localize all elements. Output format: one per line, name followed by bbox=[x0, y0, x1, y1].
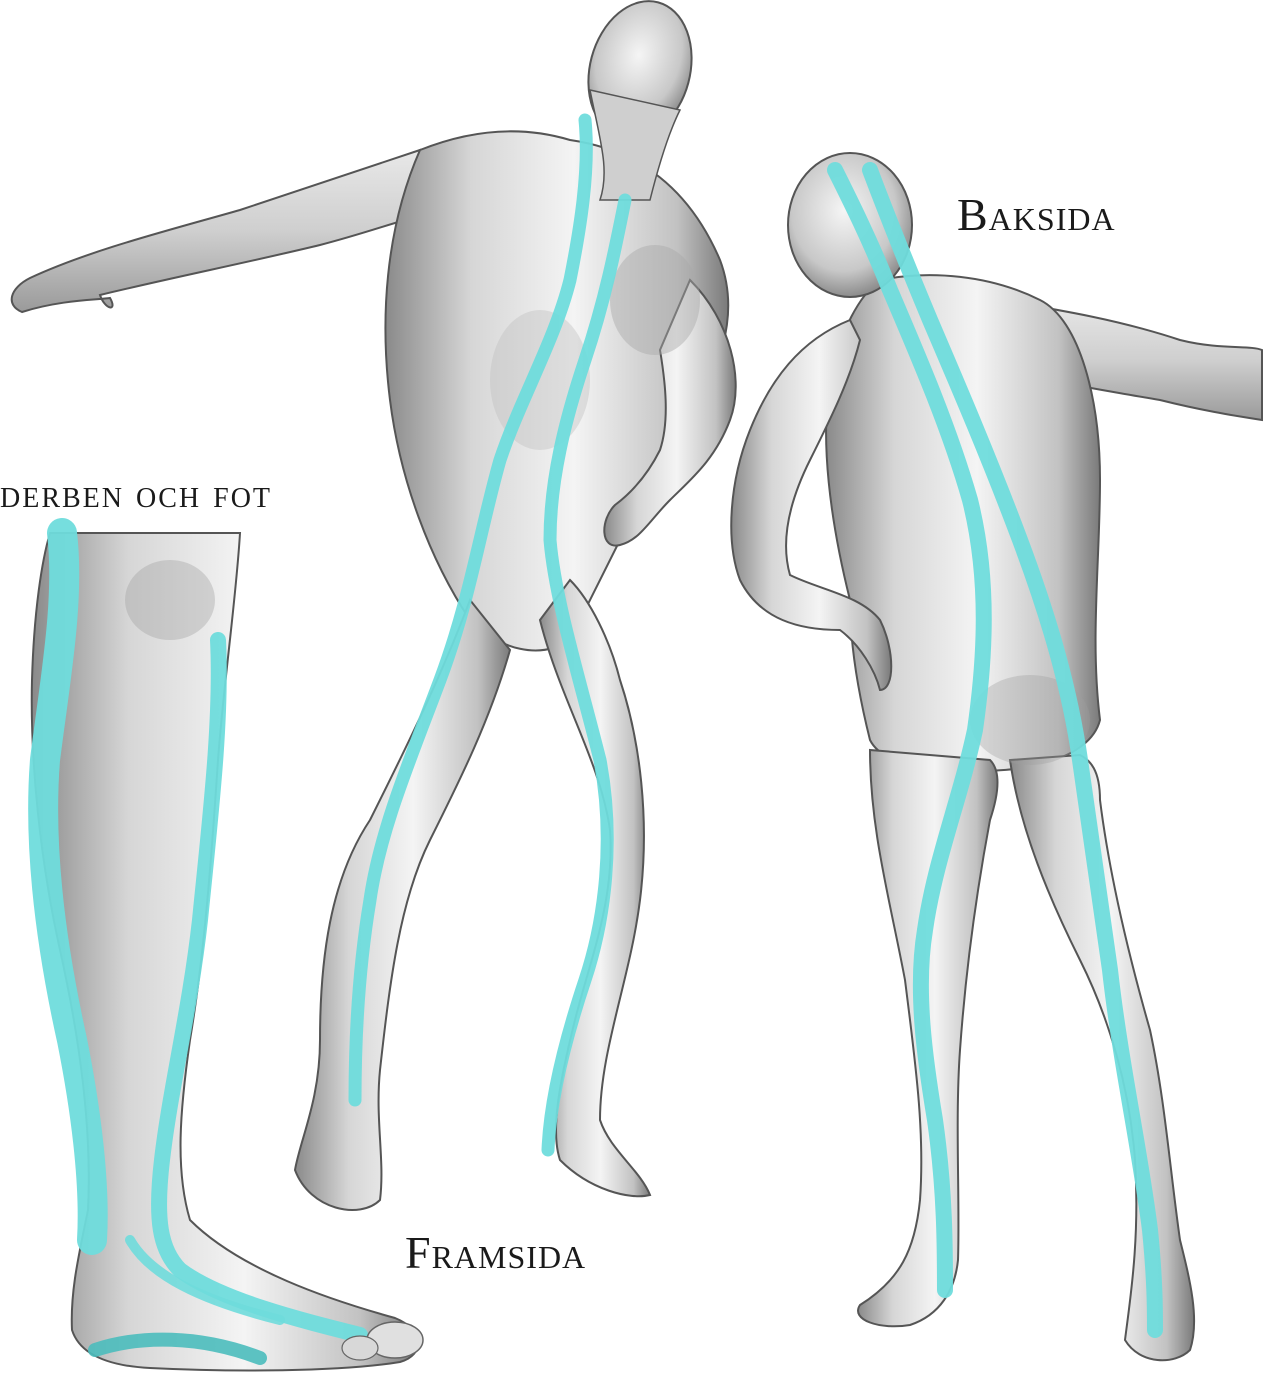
front-view-label: Framsida bbox=[405, 1230, 586, 1276]
back-view-figure bbox=[731, 153, 1262, 1360]
leg-closeup-label: derben och fot bbox=[0, 474, 272, 514]
back-view-label: Baksida bbox=[957, 192, 1116, 238]
